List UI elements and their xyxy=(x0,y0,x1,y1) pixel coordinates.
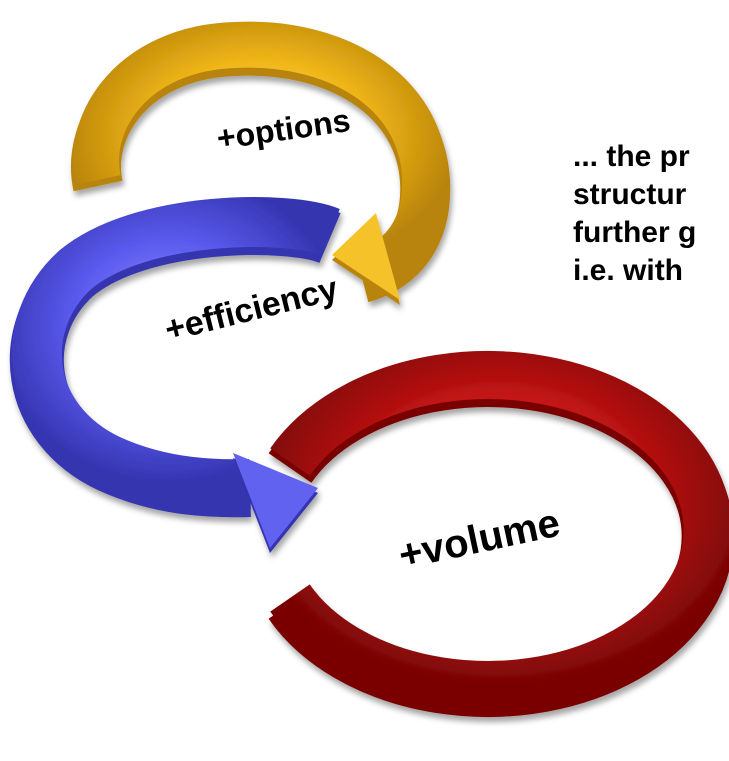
side-text-line-2: structur xyxy=(573,178,687,211)
side-text: ... the pr structur further g i.e. with xyxy=(573,138,729,290)
efficiency-arrow xyxy=(9,197,341,553)
options-arrow xyxy=(71,21,451,305)
volume-label: +volume xyxy=(395,501,564,578)
volume-arrow xyxy=(268,351,729,717)
options-label: +options xyxy=(215,102,353,156)
side-text-line-1: ... the pr xyxy=(573,140,690,173)
efficiency-label: +efficiency xyxy=(161,269,342,349)
side-text-line-3: further g xyxy=(573,216,697,249)
side-text-line-4: i.e. with xyxy=(573,254,684,287)
